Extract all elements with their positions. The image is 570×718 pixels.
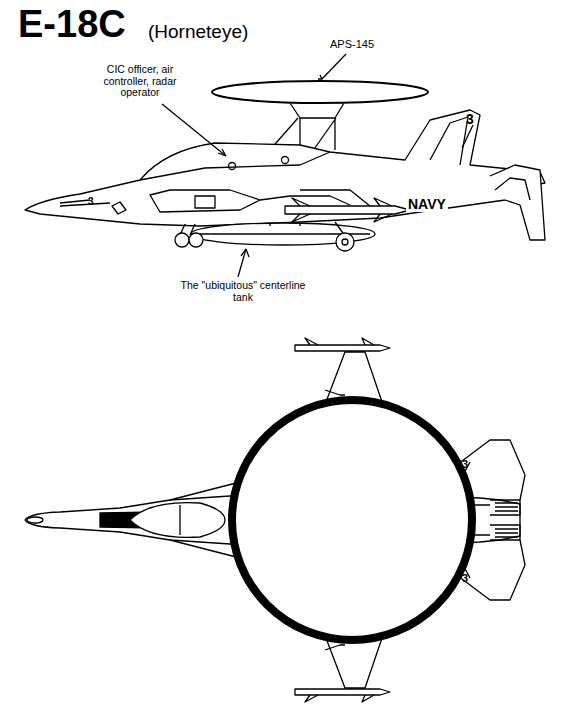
intake <box>150 190 260 212</box>
tail-fin-detail <box>430 117 468 165</box>
panel <box>195 196 215 208</box>
arrow-marking <box>112 202 126 214</box>
leader-head <box>218 149 226 156</box>
missile <box>285 206 410 214</box>
nose-tip <box>27 517 43 523</box>
window <box>229 163 236 170</box>
missile-fins <box>292 198 392 222</box>
stab-number: 3 <box>462 458 468 470</box>
nose-wheel <box>189 233 203 247</box>
hub <box>342 239 348 245</box>
canopy <box>130 503 225 538</box>
nose-detail <box>60 200 110 206</box>
fuselage-side <box>25 110 545 226</box>
crew-label: CIC officer, air controller, radar opera… <box>100 64 180 99</box>
title: E-18C <box>18 4 126 46</box>
canopy-frame <box>179 505 180 535</box>
wing-pylon <box>300 190 370 206</box>
leader-line <box>322 54 346 79</box>
window <box>282 157 289 164</box>
nose-wheel <box>175 233 189 247</box>
rotodome-mount <box>290 103 344 118</box>
rotodome <box>212 81 428 103</box>
nose-number: 3 <box>88 196 94 207</box>
leader-head <box>318 75 322 79</box>
marking-text: NAVY <box>406 197 448 212</box>
stab-number: 3 <box>462 572 468 584</box>
leader-line <box>462 125 473 148</box>
rotodome-top <box>232 400 472 640</box>
canopy-line <box>140 152 330 180</box>
tail-number: 3 <box>466 112 474 127</box>
nozzle <box>495 178 530 200</box>
stabilizer <box>490 165 545 240</box>
leader-head <box>241 249 249 257</box>
tank-label: The "ubiquitous" centerline tank <box>178 280 308 303</box>
subtitle: (Horneteye) <box>148 22 248 43</box>
part-label: APS-145 <box>330 38 374 50</box>
leader-line <box>238 249 246 277</box>
main-wheel <box>336 233 354 251</box>
leader-line <box>162 104 226 156</box>
tank-pylon <box>270 223 300 226</box>
